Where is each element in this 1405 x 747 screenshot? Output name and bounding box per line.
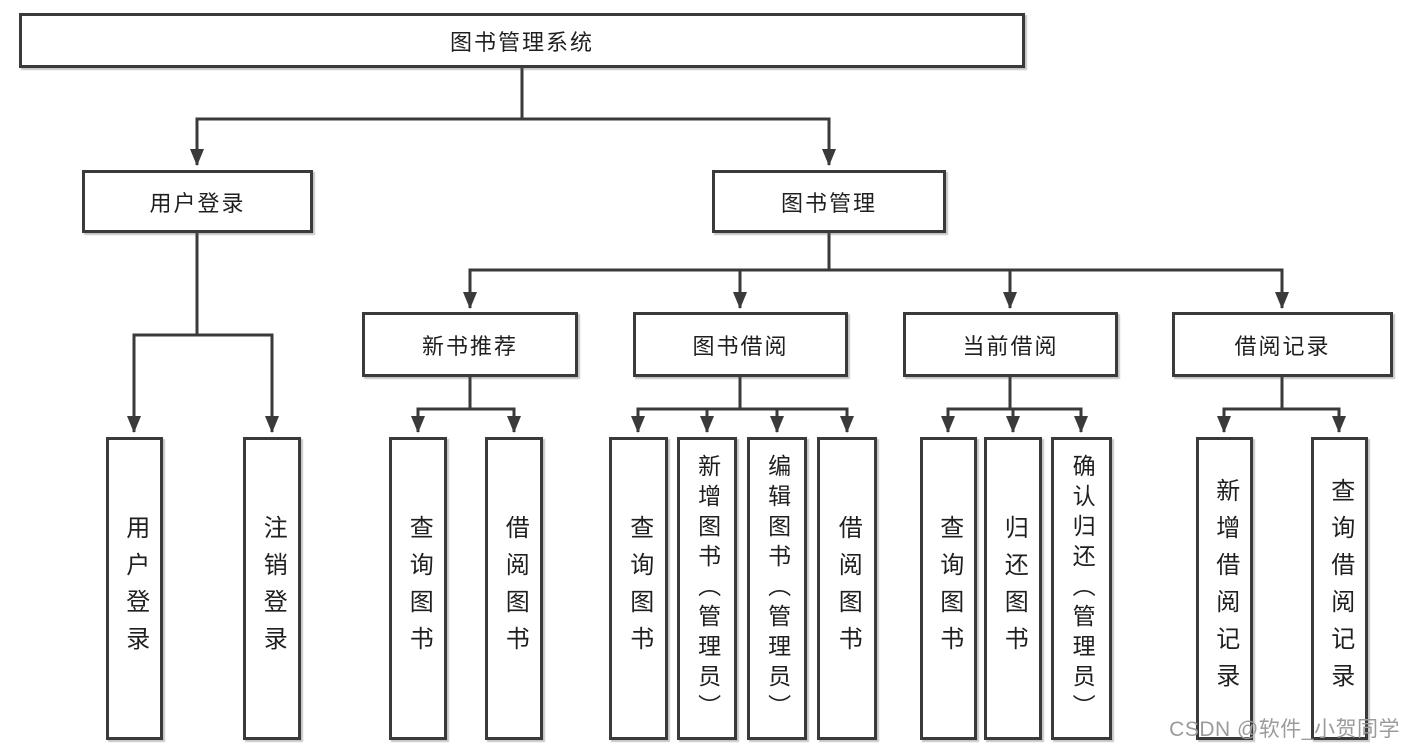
leaf-add-borrow-record: 新增借阅记录 [1196,437,1253,740]
node-current-borrowing: 当前借阅 [903,312,1118,377]
leaf-add-books-admin: 新增图书（管理员） [677,437,737,740]
leaf-query-borrow-record: 查询借阅记录 [1311,437,1368,740]
leaf-edit-books-admin-label: 编辑图书（管理员） [764,453,791,724]
leaf-add-books-admin-label: 新增图书（管理员） [694,453,721,724]
leaf-return-books: 归还图书 [984,437,1042,740]
leaf-borrow-books-recommend-label: 借阅图书 [501,514,529,663]
leaf-query-borrow-record-label: 查询借阅记录 [1326,477,1354,700]
leaf-query-books-borrowing-label: 查询图书 [625,514,653,663]
node-new-book-recommend: 新书推荐 [362,312,578,377]
leaf-confirm-return-admin: 确认归还（管理员） [1051,437,1112,740]
leaf-borrow-books-borrowing: 借阅图书 [817,437,877,740]
leaf-query-books-recommend-label: 查询图书 [405,514,433,663]
leaf-borrow-books-borrowing-label: 借阅图书 [834,514,862,663]
leaf-add-borrow-record-label: 新增借阅记录 [1211,477,1239,700]
leaf-query-books-recommend: 查询图书 [389,437,447,740]
node-library-management-system: 图书管理系统 [19,13,1025,68]
leaf-user-login: 用户登录 [106,437,163,740]
node-book-borrowing: 图书借阅 [633,312,848,377]
node-user-login-label: 用户登录 [149,190,246,216]
node-library-management-system-label: 图书管理系统 [449,29,594,55]
leaf-user-login-label: 用户登录 [121,514,149,663]
node-book-borrowing-label: 图书借阅 [692,333,789,359]
leaf-query-books-current: 查询图书 [920,437,977,740]
leaf-edit-books-admin: 编辑图书（管理员） [747,437,807,740]
watermark-text: CSDN @软件_小贺同学 [1169,718,1400,741]
node-book-management: 图书管理 [712,170,946,233]
node-book-management-label: 图书管理 [780,190,877,216]
leaf-query-books-current-label: 查询图书 [935,514,963,663]
leaf-logout: 注销登录 [243,437,301,740]
leaf-logout-label: 注销登录 [259,514,287,663]
node-current-borrowing-label: 当前借阅 [962,333,1059,359]
leaf-query-books-borrowing: 查询图书 [609,437,668,740]
node-borrowing-records-label: 借阅记录 [1234,333,1331,359]
node-user-login: 用户登录 [82,170,313,233]
leaf-confirm-return-admin-label: 确认归还（管理员） [1069,453,1096,724]
node-new-book-recommend-label: 新书推荐 [421,333,518,359]
leaf-return-books-label: 归还图书 [1000,514,1028,663]
leaf-borrow-books-recommend: 借阅图书 [485,437,543,740]
node-borrowing-records: 借阅记录 [1172,312,1393,377]
